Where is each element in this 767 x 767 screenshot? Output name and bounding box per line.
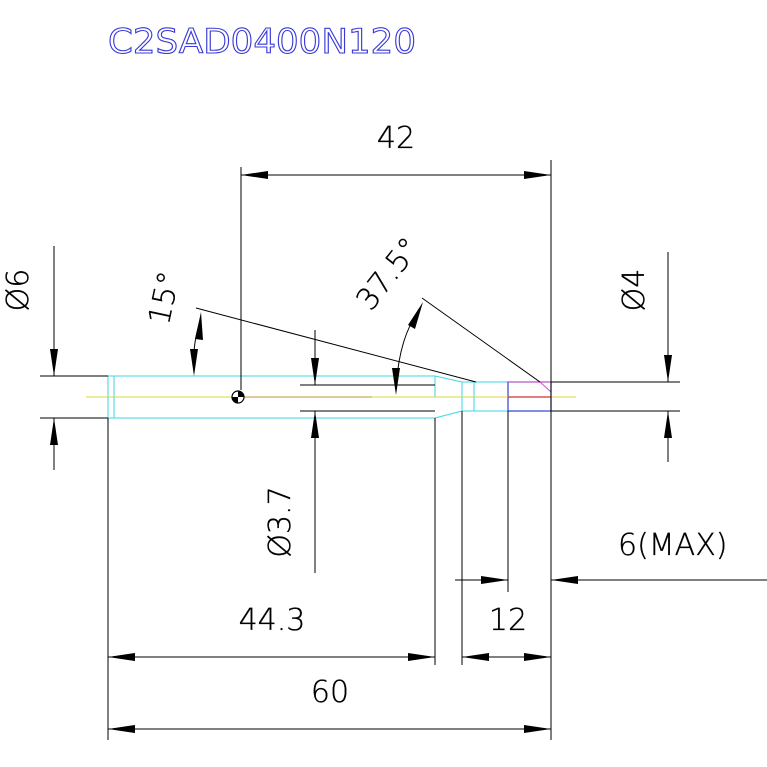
dim-max-projection-label: 6(MAX) [618,528,727,563]
dim-shank-diameter-label: Ø6 [1,269,36,312]
dim-body-length-label: 44.3 [239,603,306,638]
dim-shank-diameter: Ø6 [1,246,108,470]
dim-neck-diameter: Ø3.7 [263,330,435,573]
dim-total-length: 60 [108,675,551,733]
dim-body-length: 44.3 [107,418,436,740]
center-mark-icon [231,390,245,404]
dim-to-center-label: 42 [377,121,415,156]
dim-angle-small-label: 15° [142,268,187,327]
dim-total-length-label: 60 [311,675,349,710]
dim-tip-diameter: Ø4 [551,252,680,462]
dim-max-projection: 6(MAX) [551,528,767,584]
part-number-title: C2SAD0400N120 [108,22,416,62]
dim-neck-diameter-label: Ø3.7 [263,486,298,557]
dim-to-center: 42 [240,121,552,740]
dim-angle-large-label: 37.5° [350,231,428,317]
dim-angle-small: 15° [142,268,477,383]
dim-angle-large: 37.5° [349,231,541,395]
dim-tip-length-label: 12 [489,603,527,638]
dim-tip-length: 12 [455,411,551,665]
dim-tip-diameter-label: Ø4 [617,269,652,312]
